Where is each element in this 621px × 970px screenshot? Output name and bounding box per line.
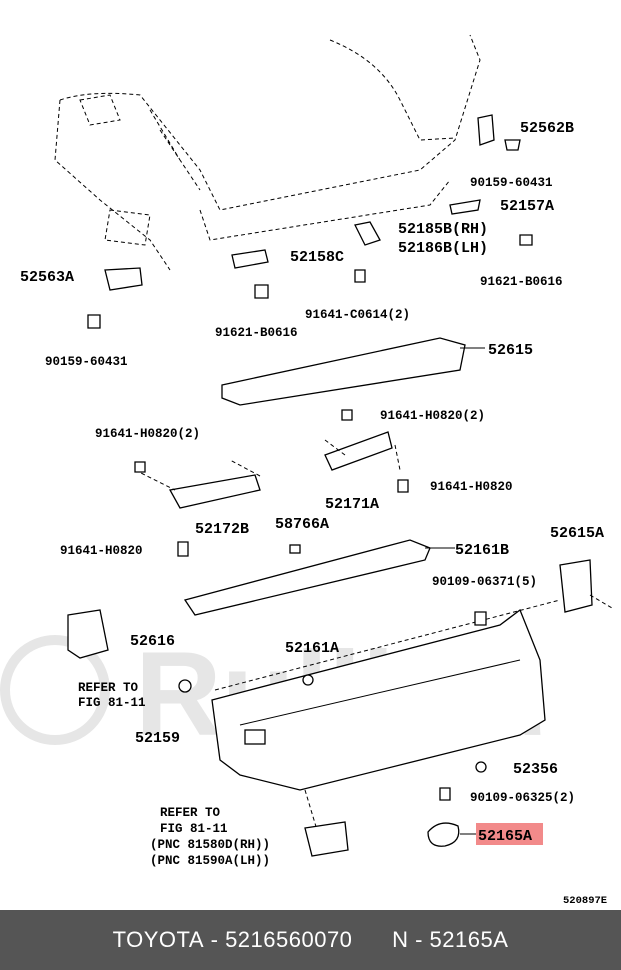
- label-refer1-line2: FIG 81-11: [78, 696, 146, 710]
- bolt-91621-right: [519, 234, 533, 246]
- label-refer1-line1: REFER TO: [78, 681, 139, 695]
- reflector-opening: [244, 729, 266, 745]
- label-91641-h0820-l: 91641-H0820: [60, 544, 143, 558]
- label-52186b: 52186B(LH): [398, 240, 488, 257]
- part-info-footer: TOYOTA - 5216560070 N - 52165A: [0, 910, 621, 970]
- bolt-90109-06371: [474, 611, 487, 626]
- label-91621-right: 91621-B0616: [480, 275, 563, 289]
- label-91641-c0614: 91641-C0614(2): [305, 308, 410, 322]
- spacer-52615a: [559, 559, 593, 613]
- bolt-91641-h0820-top: [341, 409, 353, 421]
- reflector-81580d: [304, 821, 349, 857]
- bolt-91641-c0614: [354, 269, 366, 283]
- highlight-52165a: [476, 823, 543, 845]
- vehicle-body-outline: [54, 34, 481, 271]
- bolt-91621-left: [254, 284, 269, 299]
- bolt-90109-06325: [439, 787, 451, 801]
- pad-52616: [67, 609, 109, 659]
- label-52165a: 52165A: [478, 828, 532, 845]
- label-52562b: 52562B: [520, 120, 574, 137]
- label-52171a: 52171A: [325, 496, 379, 513]
- bracket-52158c: [231, 249, 269, 269]
- label-52616: 52616: [130, 633, 175, 650]
- label-52563a: 52563A: [20, 269, 74, 286]
- clip-52161a: [302, 674, 314, 686]
- label-refer2-line2: FIG 81-11: [160, 822, 228, 836]
- absorber-52161b: [183, 539, 431, 616]
- diagram-code: 520897E: [563, 895, 607, 907]
- bracket-52185b: [354, 221, 381, 246]
- clip-58766a: [289, 544, 301, 554]
- label-91641-h0820-2a: 91641-H0820(2): [380, 409, 485, 423]
- grommet-52356: [475, 761, 487, 773]
- label-52161a: 52161A: [285, 640, 339, 657]
- label-52615a: 52615A: [550, 525, 604, 542]
- bracket-52171a: [324, 431, 393, 471]
- label-90109-06371: 90109-06371(5): [432, 575, 537, 589]
- label-52158c: 52158C: [290, 249, 344, 266]
- label-91641-h0820-r: 91641-H0820: [430, 480, 513, 494]
- label-52615: 52615: [488, 342, 533, 359]
- label-52157a: 52157A: [500, 198, 554, 215]
- label-90109-06325: 90109-06325(2): [470, 791, 575, 805]
- label-52185b: 52185B(RH): [398, 221, 488, 238]
- label-90159-top: 90159-60431: [470, 176, 553, 190]
- footer-brand: TOYOTA: [112, 927, 204, 952]
- reinforcement-52615: [221, 337, 466, 406]
- parts-diagram: Rulli.ru: [0, 34, 613, 907]
- label-90159-left: 90159-60431: [45, 355, 128, 369]
- bracket-52563a: [104, 267, 143, 291]
- retainer-52165a: [427, 822, 460, 847]
- footer-pnc: N - 52165A: [392, 927, 509, 952]
- bolt-91641-h0820-bottom: [177, 541, 189, 557]
- bracket-52172b: [168, 474, 261, 509]
- label-refer2-line3: (PNC 81580D(RH)): [150, 838, 270, 852]
- label-52172b: 52172B: [195, 521, 249, 538]
- bracket-52157a: [449, 199, 481, 215]
- label-52159: 52159: [135, 730, 180, 747]
- bumper-cover-52159: [211, 608, 546, 791]
- pad-small: [178, 679, 192, 693]
- label-91621-left: 91621-B0616: [215, 326, 298, 340]
- label-91641-h0820-2b: 91641-H0820(2): [95, 427, 200, 441]
- bolt-91641-h0820-left: [134, 461, 146, 473]
- label-58766a: 58766A: [275, 516, 329, 533]
- label-refer2-line4: (PNC 81590A(LH)): [150, 854, 270, 868]
- label-refer2-line1: REFER TO: [160, 806, 221, 820]
- label-52161b: 52161B: [455, 542, 509, 559]
- bracket-52562b: [477, 114, 521, 151]
- bolt-91641-h0820-right: [397, 479, 409, 493]
- label-52356: 52356: [513, 761, 558, 778]
- footer-part-number: 5216560070: [225, 927, 353, 952]
- bolt-90159-left: [87, 314, 101, 329]
